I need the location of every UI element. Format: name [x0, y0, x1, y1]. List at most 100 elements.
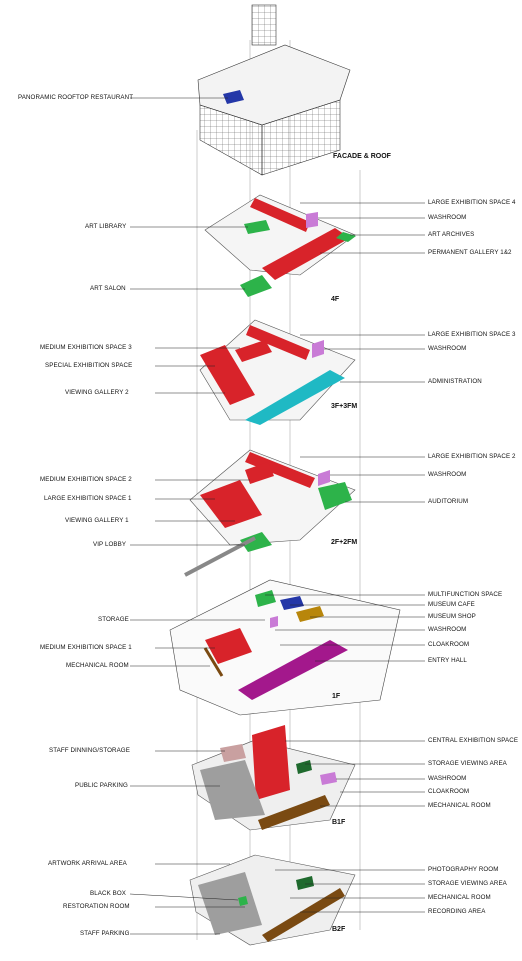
b2-black-box: [238, 896, 248, 906]
f1-site-outline: [169, 579, 401, 716]
label-vip-lobby: VIP LOBBY: [93, 541, 127, 548]
label-restoration-room: RESTORATION ROOM: [63, 903, 130, 910]
f3-special-exhibition: [200, 345, 255, 405]
f2-ramp: [184, 536, 256, 577]
b2-staff-parking: [198, 872, 262, 935]
b1-central-exhibition: [252, 725, 290, 800]
label-storage: STORAGE: [98, 616, 129, 623]
b1-staff-dining: [220, 744, 246, 762]
f1-mechanical-room: [203, 647, 224, 677]
label-black-box: BLACK BOX: [90, 890, 126, 897]
label-washroom-b1: WASHROOM: [428, 775, 467, 782]
label-special-exhibition: SPECIAL EXHIBITION SPACE: [45, 362, 133, 369]
label-public-parking: PUBLIC PARKING: [75, 782, 128, 789]
b2-recording: [262, 888, 345, 942]
label-large-exhibition-1: LARGE EXHIBITION SPACE 1: [44, 495, 132, 502]
f1-entry-hall: [238, 640, 348, 700]
label-cloakroom-1f: CLOAKROOM: [428, 641, 470, 648]
f1-washroom: [270, 616, 278, 628]
floor-4f-plate: [204, 194, 356, 297]
label-recording-area: RECORDING AREA: [428, 908, 486, 915]
label-medium-exhibition-3: MEDIUM EXHIBITION SPACE 3: [40, 344, 132, 351]
label-artwork-arrival: ARTWORK ARRIVAL AREA: [48, 860, 127, 867]
f2-washroom: [318, 470, 330, 486]
f3-washroom: [312, 340, 324, 358]
label-art-library: ART LIBRARY: [85, 223, 127, 230]
f3-large-exhibition-3: [246, 325, 310, 360]
f2-large-exhibition-2: [245, 452, 315, 488]
floor-title-b1f: B1F: [332, 819, 346, 826]
f4-large-exhibition-4: [250, 198, 310, 232]
f1-cafe: [280, 596, 304, 610]
label-washroom-1f: WASHROOM: [428, 626, 467, 633]
rooftop-restaurant-pool: [223, 90, 244, 104]
label-mechanical-room-1f: MECHANICAL ROOM: [66, 662, 129, 669]
leader-lines-left: [129, 97, 265, 935]
floor-title-2f: 2F+2FM: [331, 539, 358, 546]
f4-art-salon: [240, 275, 272, 297]
floor-b2f-plate: [189, 854, 356, 946]
label-medium-exhibition-1: MEDIUM EXHIBITION SPACE 1: [40, 644, 132, 651]
label-medium-exhibition-2: MEDIUM EXHIBITION SPACE 2: [40, 476, 132, 483]
f4-art-library: [244, 220, 270, 234]
label-storage-viewing-b1: STORAGE VIEWING AREA: [428, 760, 507, 767]
b1-mechanical: [258, 795, 330, 830]
label-storage-viewing-b2: STORAGE VIEWING AREA: [428, 880, 507, 887]
label-washroom-4f: WASHROOM: [428, 214, 467, 221]
label-viewing-gallery-1: VIEWING GALLERY 1: [65, 517, 129, 524]
b2-storage-viewing: [296, 876, 314, 890]
floor-title-4f: 4F: [331, 296, 340, 303]
floor-title-3f: 3F+3FM: [331, 403, 358, 410]
label-large-exhibition-3: LARGE EXHIBITION SPACE 3: [428, 331, 516, 338]
label-viewing-gallery-2: VIEWING GALLERY 2: [65, 389, 129, 396]
label-entry-hall: ENTRY HALL: [428, 657, 467, 664]
f1-medium-exhibition-1: [205, 628, 252, 664]
floor-title-1f: 1F: [332, 693, 341, 700]
label-mechanical-b1: MECHANICAL ROOM: [428, 802, 491, 809]
f3-administration: [245, 370, 345, 425]
facade-right: [261, 99, 341, 176]
b1-public-parking: [200, 760, 265, 820]
label-museum-shop: MUSEUM SHOP: [428, 613, 476, 620]
label-permanent-gallery: PERMANENT GALLERY 1&2: [428, 249, 512, 256]
f4-permanent-gallery: [262, 228, 350, 280]
f1-multifunction: [255, 590, 276, 607]
floor-1f-plate: [169, 579, 401, 716]
f1-shop: [296, 606, 324, 622]
label-panoramic-restaurant: PANORAMIC ROOFTOP RESTAURANT: [18, 94, 134, 101]
label-museum-cafe: MUSEUM CAFE: [428, 601, 475, 608]
b1-washroom: [320, 772, 337, 785]
label-washroom-2f: WASHROOM: [428, 471, 467, 478]
floor-title-b2f: B2F: [332, 926, 346, 933]
label-staff-parking: STAFF PARKING: [80, 930, 130, 937]
label-multifunction: MULTIFUNCTION SPACE: [428, 591, 503, 598]
f2-large-exhibition-1: [200, 480, 262, 528]
f2-medium-exhibition-2: [245, 462, 274, 484]
label-staff-dining: STAFF DINNING/STORAGE: [49, 747, 130, 754]
f3-medium-exhibition-3: [235, 340, 272, 362]
leader-lines-right: [265, 202, 425, 913]
floor-3f-plate: [199, 319, 356, 425]
label-administration: ADMINISTRATION: [428, 378, 482, 385]
f4-washroom: [306, 212, 318, 228]
label-washroom-3f: WASHROOM: [428, 345, 467, 352]
f4-art-archives: [336, 232, 356, 242]
floor-title-roof: FACADE & ROOF: [333, 153, 391, 160]
label-large-exhibition-4: LARGE EXHIBITION SPACE 4: [428, 199, 516, 206]
label-mechanical-b2: MECHANICAL ROOM: [428, 894, 491, 901]
roof-facade-block: [197, 4, 351, 176]
label-auditorium: AUDITORIUM: [428, 498, 469, 505]
floor-b1f-plate: [191, 725, 356, 831]
label-central-exhibition: CENTRAL EXHIBITION SPACE: [428, 737, 519, 744]
f2-vip-lobby: [240, 532, 272, 552]
floor-2f-plate: [184, 449, 356, 577]
label-photography-room: PHOTOGRAPHY ROOM: [428, 866, 499, 873]
label-art-salon: ART SALON: [90, 285, 126, 292]
f2-auditorium: [318, 482, 352, 510]
label-large-exhibition-2: LARGE EXHIBITION SPACE 2: [428, 453, 516, 460]
label-art-archives: ART ARCHIVES: [428, 231, 475, 238]
label-cloakroom-b1: CLOAKROOM: [428, 788, 470, 795]
b1-storage-viewing: [296, 760, 312, 774]
